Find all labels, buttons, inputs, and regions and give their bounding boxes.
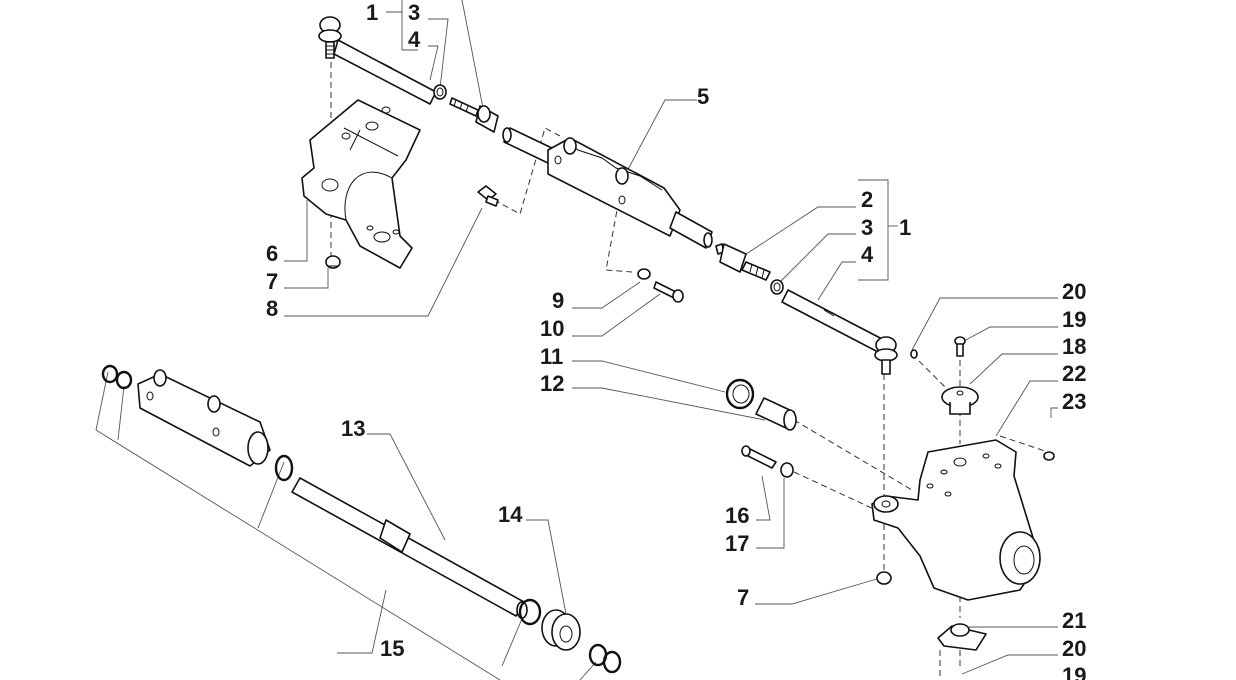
callout-22: 22 (1062, 361, 1086, 386)
callout-11: 11 (540, 344, 563, 369)
tie-rod-end-left (318, 16, 437, 105)
assembly-lines (330, 62, 1049, 680)
kingpin-cap-18 (941, 386, 979, 415)
o-ring-middle (274, 454, 294, 482)
bolt-8 (477, 185, 499, 207)
jam-nut-left (433, 84, 447, 100)
o-rings-left (101, 364, 133, 390)
callout-4: 4 (408, 27, 421, 52)
callout-1: 1 (899, 215, 911, 240)
callout-5: 5 (697, 84, 709, 109)
callout-9: 9 (552, 288, 564, 313)
jam-nut-right (770, 279, 784, 295)
callout-19: 19 (1062, 663, 1086, 680)
kingpin-cap-21 (937, 623, 987, 651)
piston-rod-top (502, 127, 557, 165)
grease-nipple-7-right (876, 571, 892, 585)
piston-14 (541, 609, 581, 651)
o-ring-14a (518, 598, 542, 626)
callout-1: 1 (366, 0, 378, 25)
callout-17: 17 (725, 531, 749, 556)
callout-7: 7 (266, 269, 278, 294)
pin-20-top (910, 349, 918, 359)
steering-knuckle-22 (871, 439, 1041, 601)
callout-20: 20 (1062, 636, 1086, 661)
grease-nipple-left (325, 255, 341, 269)
steering-cylinder-lower (137, 369, 271, 467)
bolt-10 (653, 281, 684, 303)
callout-12: 12 (540, 371, 564, 396)
callout-3: 3 (408, 0, 420, 25)
nut-17 (780, 462, 794, 478)
axle-bracket-left (301, 99, 421, 269)
callout-2: 2 (861, 187, 873, 212)
callout-21: 21 (1062, 608, 1086, 633)
callout-14: 14 (498, 502, 523, 527)
callout-19: 19 (1062, 307, 1086, 332)
callout-18: 18 (1062, 334, 1086, 359)
bushing-12 (755, 397, 797, 431)
grease-nipple-23 (1043, 451, 1055, 461)
piston-rod-13 (291, 477, 528, 619)
callout-3: 3 (861, 215, 873, 240)
callout-10: 10 (540, 316, 564, 341)
screw-19-top (954, 336, 966, 357)
callout-16: 16 (725, 503, 749, 528)
leader-lines (95, 0, 1058, 680)
callout-15: 15 (380, 636, 404, 661)
inner-ball-joint-right (715, 243, 771, 281)
callout-6: 6 (266, 241, 278, 266)
callout-20: 20 (1062, 279, 1086, 304)
screw-9 (637, 268, 651, 280)
inner-ball-joint-left (449, 97, 499, 133)
steering-cylinder-top (547, 137, 713, 249)
o-rings-right (588, 643, 622, 674)
callout-8: 8 (266, 296, 278, 321)
callout-13: 13 (341, 416, 365, 441)
callout-labels: 1 3 4 5 6 7 8 2 3 1 4 9 10 11 12 20 19 1… (266, 0, 1086, 680)
seal-11 (725, 378, 755, 410)
callout-7: 7 (737, 585, 749, 610)
callout-4: 4 (861, 242, 874, 267)
callout-23: 23 (1062, 389, 1086, 414)
bolt-16 (741, 445, 777, 469)
tie-rod-end-right (781, 289, 898, 375)
